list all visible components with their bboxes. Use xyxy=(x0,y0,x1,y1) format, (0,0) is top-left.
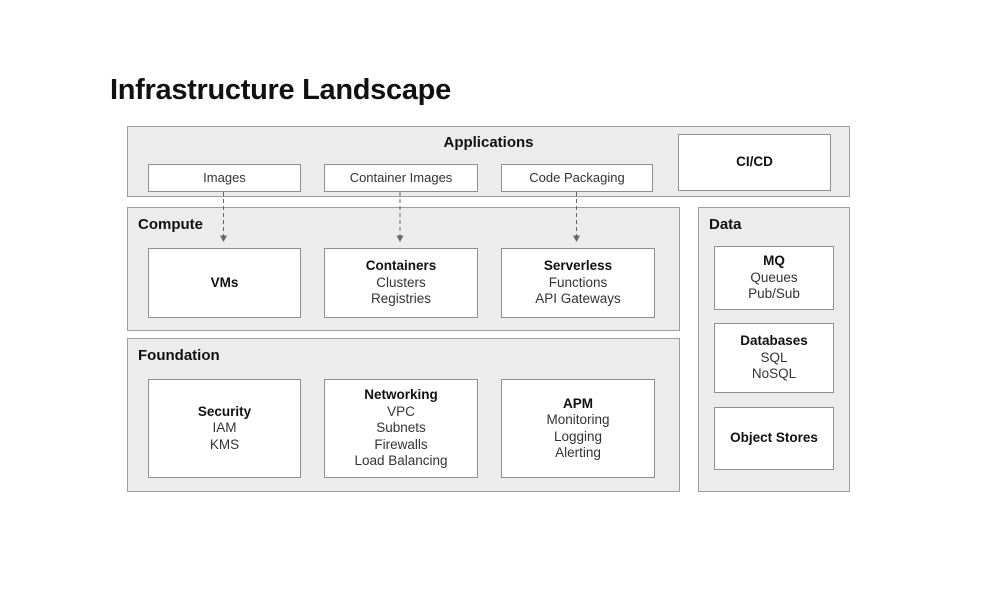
node-networking-item: Subnets xyxy=(376,420,426,436)
node-container-images: Container Images xyxy=(324,164,478,192)
section-compute: Compute VMs Containers Clusters Registri… xyxy=(127,207,680,331)
node-cicd-label: CI/CD xyxy=(736,154,773,170)
node-mq-item: Pub/Sub xyxy=(748,286,800,302)
node-containers: Containers Clusters Registries xyxy=(324,248,478,318)
node-networking: Networking VPC Subnets Firewalls Load Ba… xyxy=(324,379,478,478)
node-databases: Databases SQL NoSQL xyxy=(714,323,834,393)
node-networking-item: VPC xyxy=(387,403,415,419)
node-images: Images xyxy=(148,164,301,192)
node-security-title: Security xyxy=(197,403,252,419)
node-container-images-label: Container Images xyxy=(349,169,453,185)
page-title: Infrastructure Landscape xyxy=(110,74,451,106)
node-code-packaging-label: Code Packaging xyxy=(529,169,625,185)
section-applications-label: Applications xyxy=(443,134,534,151)
section-data: Data MQ Queues Pub/Sub Databases SQL NoS… xyxy=(698,207,850,492)
node-databases-item: NoSQL xyxy=(751,366,797,382)
node-containers-title: Containers xyxy=(365,258,437,274)
node-networking-item: Firewalls xyxy=(374,436,428,452)
node-object-stores: Object Stores xyxy=(714,407,834,470)
node-vms-title: VMs xyxy=(210,274,239,290)
node-mq-title: MQ xyxy=(763,253,785,269)
section-foundation: Foundation Security IAM KMS Networking V… xyxy=(127,338,680,492)
node-security-item: KMS xyxy=(209,436,240,452)
node-mq-item: Queues xyxy=(750,269,798,285)
node-networking-item: Load Balancing xyxy=(354,453,448,469)
node-serverless: Serverless Functions API Gateways xyxy=(501,248,655,318)
node-serverless-title: Serverless xyxy=(543,258,613,274)
node-apm: APM Monitoring Logging Alerting xyxy=(501,379,655,478)
node-object-stores-title: Object Stores xyxy=(730,430,818,446)
section-compute-label: Compute xyxy=(138,216,203,233)
node-databases-title: Databases xyxy=(740,333,808,349)
node-vms: VMs xyxy=(148,248,301,318)
section-data-label: Data xyxy=(709,216,742,233)
node-databases-item: SQL xyxy=(760,349,788,365)
node-mq: MQ Queues Pub/Sub xyxy=(714,246,834,310)
section-applications: Applications Images Container Images Cod… xyxy=(127,126,850,197)
node-apm-item: Alerting xyxy=(555,445,601,460)
section-foundation-label: Foundation xyxy=(138,347,220,364)
node-security: Security IAM KMS xyxy=(148,379,301,478)
node-cicd: CI/CD xyxy=(678,134,831,191)
node-containers-item: Clusters xyxy=(376,274,426,290)
node-serverless-item: Functions xyxy=(548,274,608,290)
node-serverless-item: API Gateways xyxy=(535,291,621,307)
node-containers-item: Registries xyxy=(370,291,432,307)
node-apm-item: Monitoring xyxy=(546,412,610,427)
node-code-packaging: Code Packaging xyxy=(501,164,653,192)
node-apm-item: Logging xyxy=(553,428,603,444)
node-security-item: IAM xyxy=(212,420,237,436)
node-apm-title: APM xyxy=(563,395,593,411)
node-images-label: Images xyxy=(203,169,246,185)
node-networking-title: Networking xyxy=(364,387,438,403)
